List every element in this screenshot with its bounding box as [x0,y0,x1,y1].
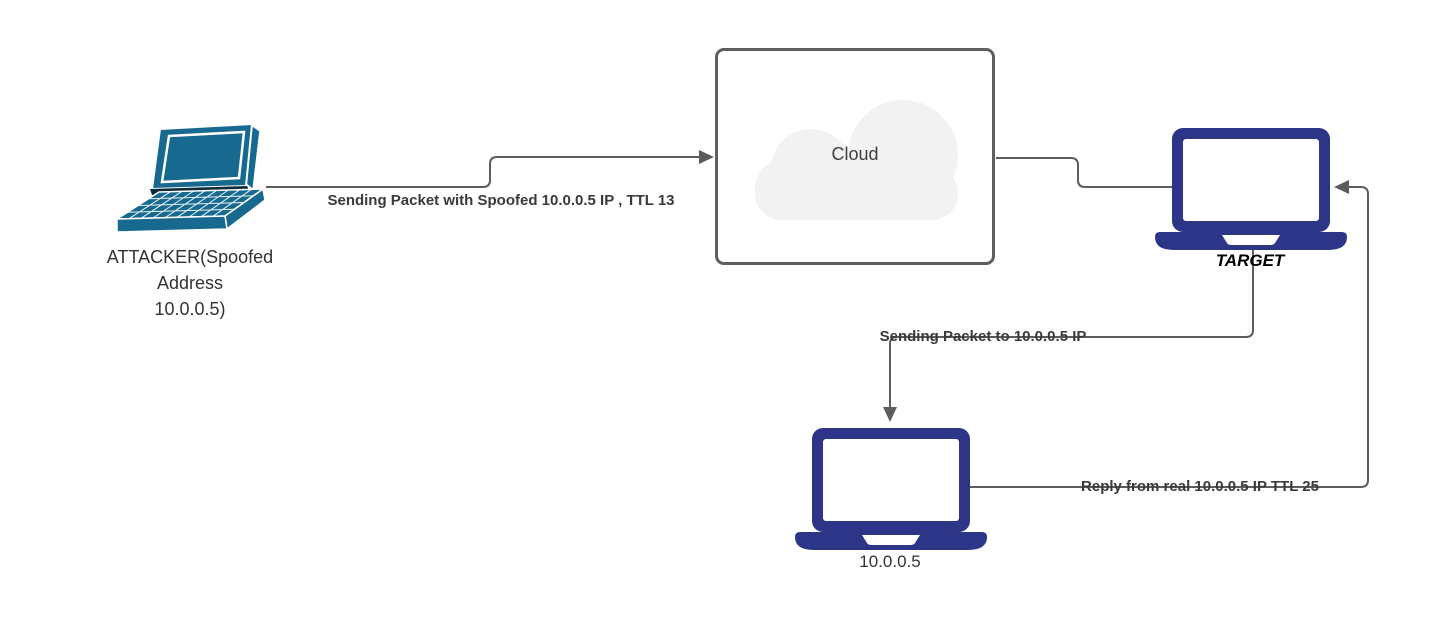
edge-label-reply-from-real: Reply from real 10.0.0.5 IP TTL 25 [1081,478,1319,495]
cloud-label: Cloud [831,144,879,164]
cloud-icon [755,100,958,220]
edge-label-send-to-real-ip: Sending Packet to 10.0.0.5 IP [879,328,1087,345]
arrowhead-into-cloud [699,150,714,164]
realhost-laptop-icon[interactable] [795,428,987,555]
attacker-laptop-icon[interactable] [103,120,268,245]
arrowhead-into-target [1334,180,1349,194]
target-label: TARGET [1215,251,1285,270]
attacker-label: ATTACKER(Spoofed Address 10.0.0.5) [88,244,292,322]
edge-attacker-to-cloud [266,156,700,188]
arrowhead-into-realhost [883,407,897,422]
target-laptop-icon[interactable] [1155,128,1347,255]
edge-realhost-to-target [970,186,1369,488]
edge-cloud-to-target [996,157,1172,188]
attacker-label-line3: 10.0.0.5) [154,299,226,319]
edge-label-spoofed-packet: Sending Packet with Spoofed 10.0.0.5 IP … [327,192,675,209]
attacker-label-line2: Address [156,273,224,293]
edge-target-to-realhost [889,240,1254,407]
cloud-container-box[interactable]: Cloud [715,48,995,265]
attacker-label-line1: ATTACKER(Spoofed [106,247,274,267]
realhost-label: 10.0.0.5 [859,552,921,571]
keyboard-grid [127,188,254,220]
